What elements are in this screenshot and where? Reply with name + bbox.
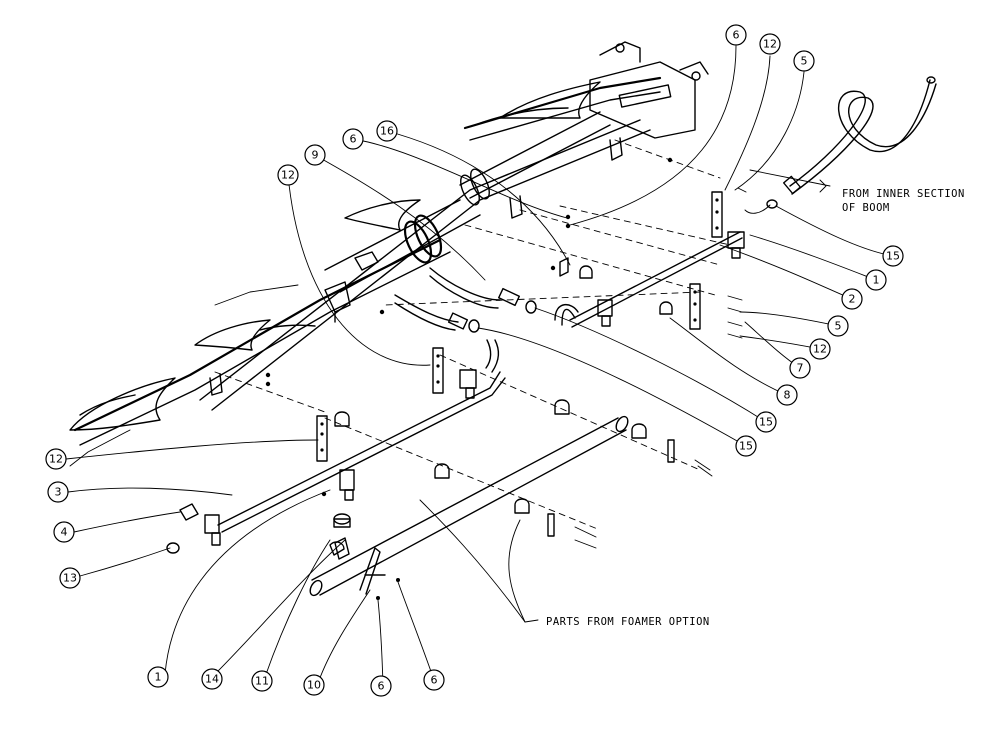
- callout-number: 1: [155, 671, 162, 684]
- callout-20: 13: [59, 567, 81, 589]
- callout-number: 9: [312, 149, 319, 162]
- callout-number: 13: [63, 572, 77, 585]
- callout-number: 16: [380, 125, 394, 138]
- inner-boom-note-line2: OF BOOM: [842, 202, 890, 214]
- callout-14: 8: [776, 384, 798, 406]
- callout-number: 15: [739, 440, 753, 453]
- callout-5: 6: [342, 128, 364, 150]
- callout-number: 12: [813, 343, 827, 356]
- callout-number: 15: [759, 416, 773, 429]
- callout-number: 12: [281, 169, 295, 182]
- callout-number: 6: [350, 133, 357, 146]
- leader-lines: [65, 45, 894, 687]
- callout-12: 12: [809, 338, 831, 360]
- callout-3: 5: [793, 50, 815, 72]
- callout-number: 2: [849, 293, 856, 306]
- callout-7: 12: [277, 164, 299, 186]
- foamer-tube: [309, 415, 713, 600]
- callout-number: 10: [307, 679, 321, 692]
- callout-13: 7: [789, 357, 811, 379]
- hanger-brackets: [179, 191, 723, 556]
- assembly-centerlines: [214, 139, 731, 531]
- callout-17: 12: [45, 448, 67, 470]
- callout-number: 3: [55, 486, 62, 499]
- callout-6: 9: [304, 144, 326, 166]
- callout-number: 6: [378, 680, 385, 693]
- callout-15: 15: [755, 411, 777, 433]
- callout-22: 14: [201, 668, 223, 690]
- callout-number: 6: [733, 29, 740, 42]
- callout-4: 16: [376, 120, 398, 142]
- callout-number: 8: [784, 389, 791, 402]
- callout-number: 7: [797, 362, 804, 375]
- callout-18: 3: [47, 481, 69, 503]
- callout-number: 14: [205, 673, 219, 686]
- boom-frame: [69, 41, 709, 467]
- callout-25: 6: [370, 675, 392, 697]
- callout-number: 1: [873, 274, 880, 287]
- spray-pipes: [204, 76, 937, 546]
- callout-1: 6: [725, 24, 747, 46]
- callout-11: 5: [827, 315, 849, 337]
- foamer-parts-note: PARTS FROM FOAMER OPTION: [546, 616, 710, 628]
- callout-number: 11: [255, 675, 269, 688]
- callout-number: 15: [886, 250, 900, 263]
- inner-boom-note-line1: FROM INNER SECTION: [842, 188, 965, 200]
- callout-number: 5: [835, 320, 842, 333]
- callout-number: 12: [49, 453, 63, 466]
- callout-2: 12: [759, 33, 781, 55]
- callout-16: 15: [735, 435, 757, 457]
- callout-number: 5: [801, 55, 808, 68]
- callout-number: 12: [763, 38, 777, 51]
- callout-19: 4: [53, 521, 75, 543]
- callout-26: 6: [423, 669, 445, 691]
- callout-24: 10: [303, 674, 325, 696]
- callout-23: 11: [251, 670, 273, 692]
- callout-number: 6: [431, 674, 438, 687]
- callout-10: 2: [841, 288, 863, 310]
- hardware: [166, 157, 778, 554]
- callout-21: 1: [147, 666, 169, 688]
- callout-8: 15: [882, 245, 904, 267]
- callout-number: 4: [61, 526, 68, 539]
- callout-9: 1: [865, 269, 887, 291]
